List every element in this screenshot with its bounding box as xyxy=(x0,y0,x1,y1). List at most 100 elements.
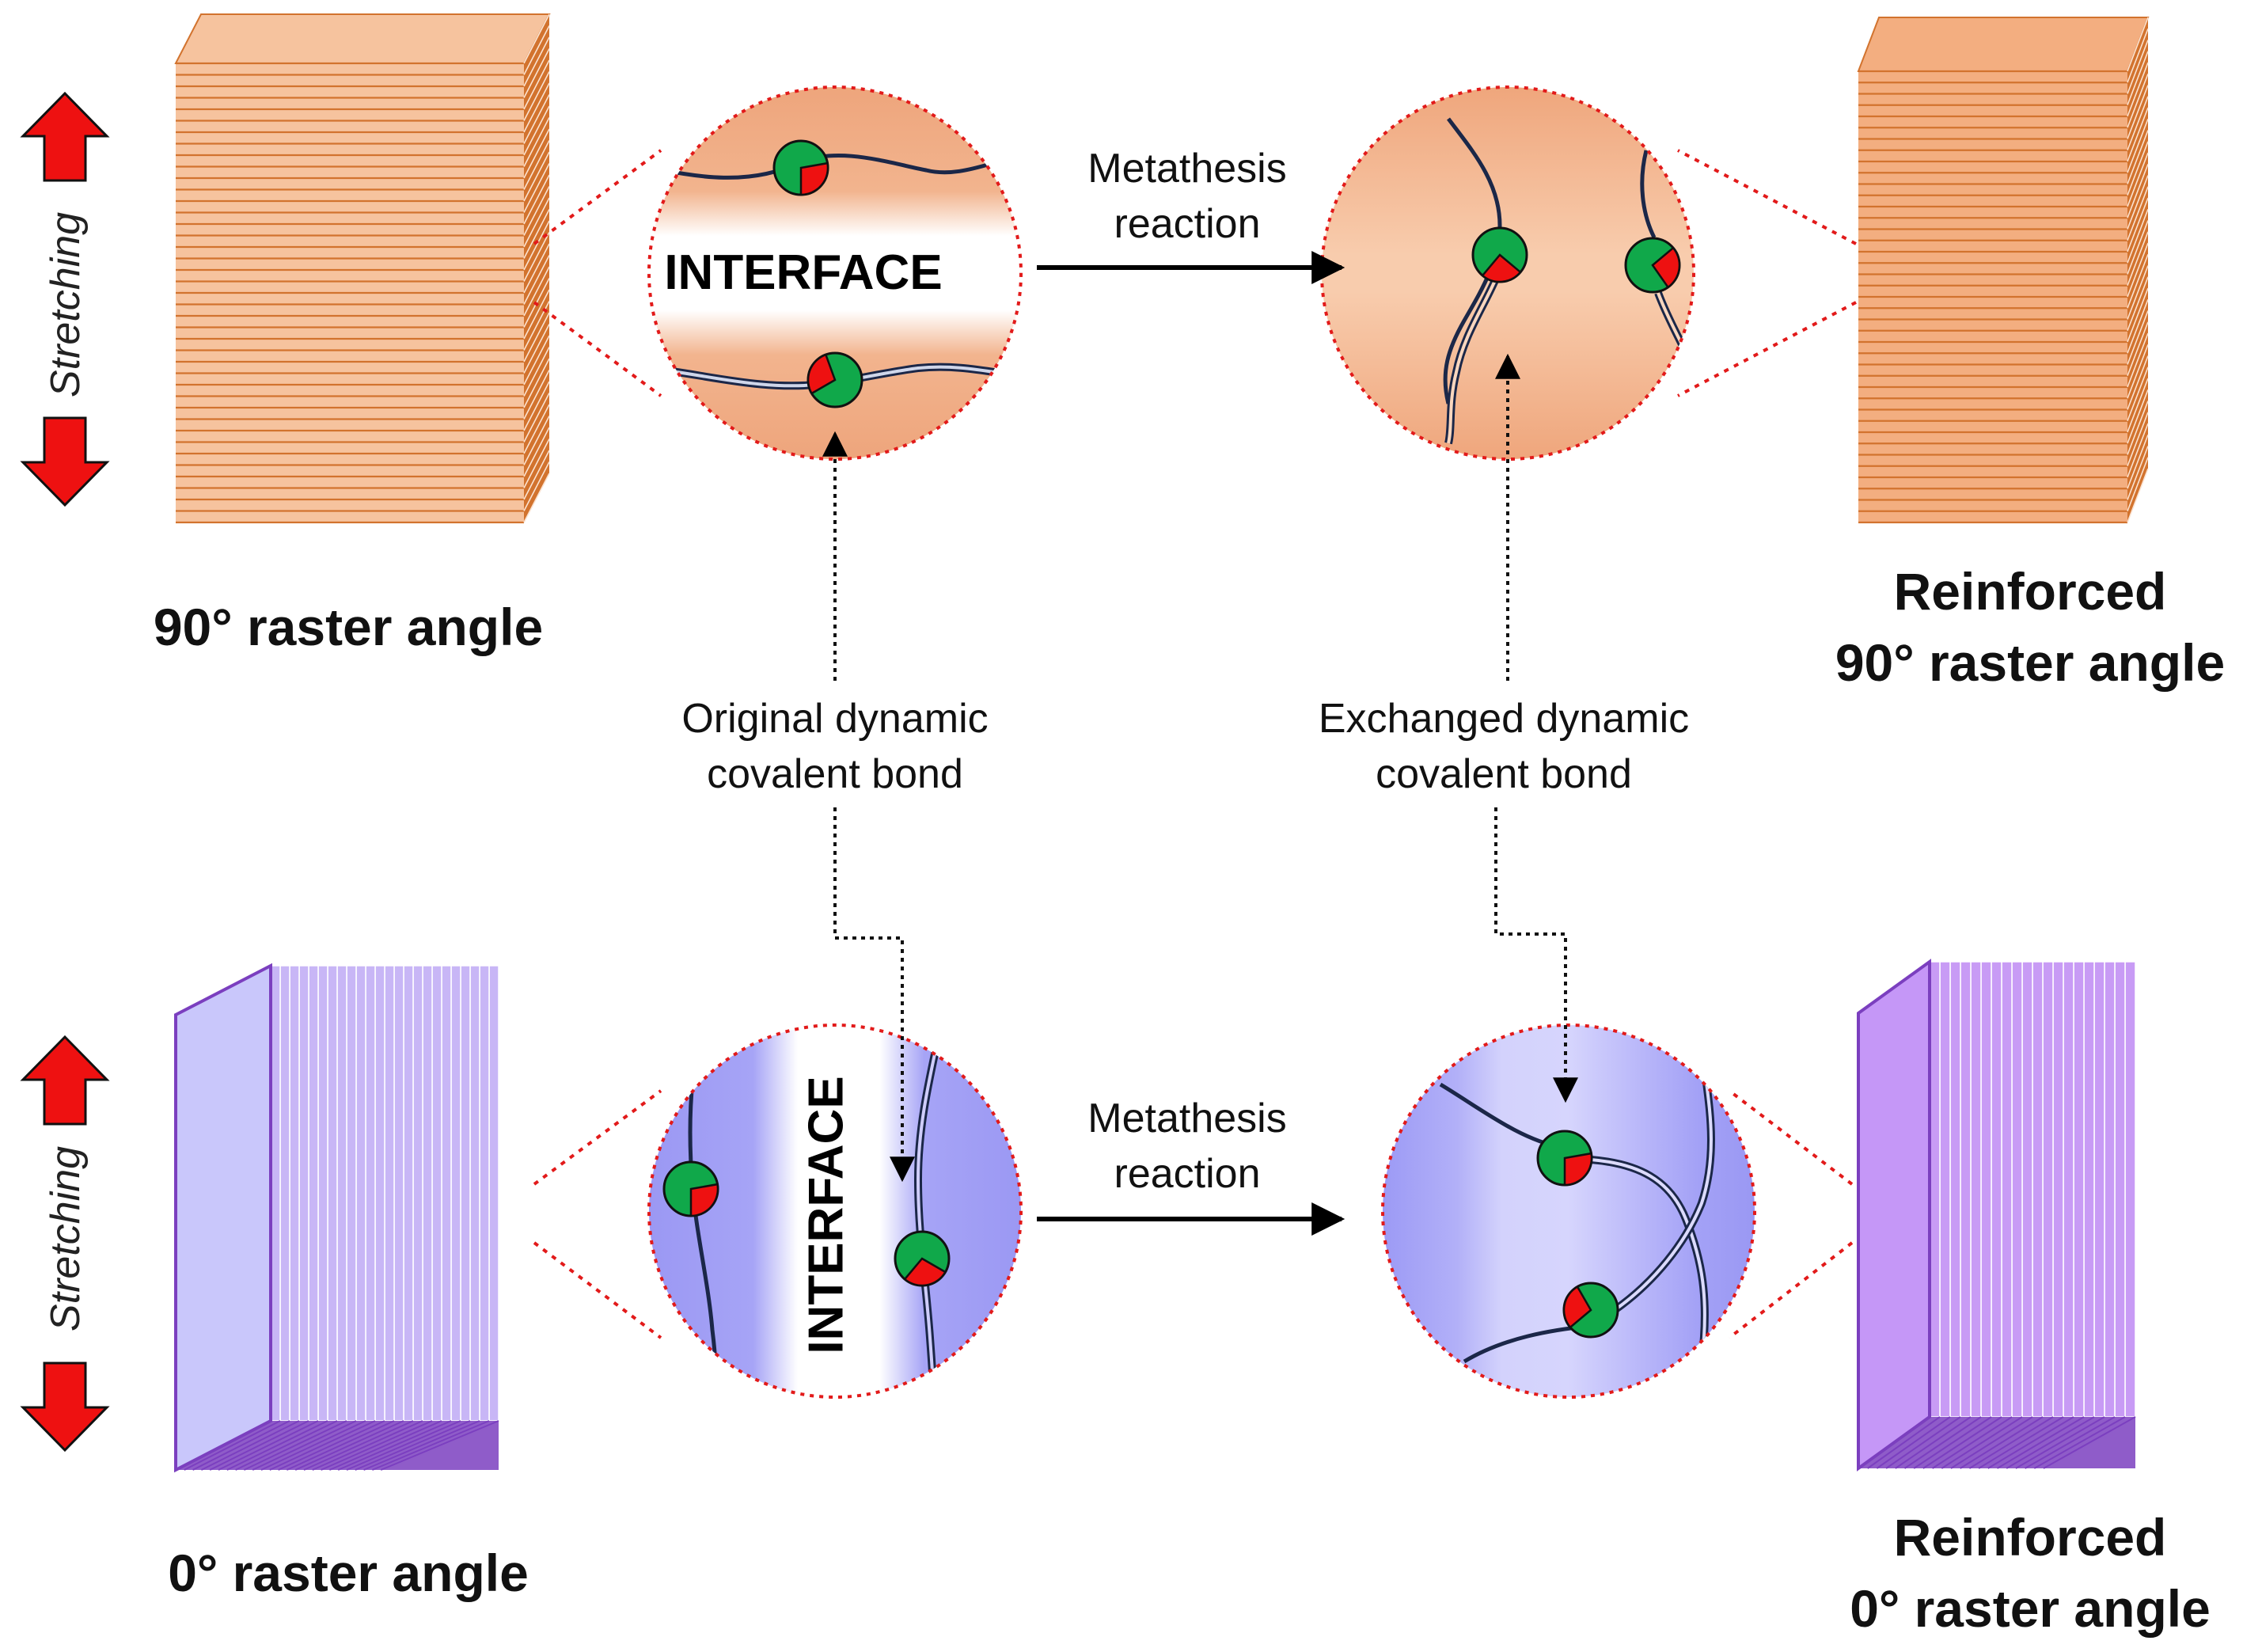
layer-side-line xyxy=(523,370,550,420)
layer-side-line xyxy=(523,174,550,225)
bond-node-icon xyxy=(1624,237,1681,294)
layer-side-line xyxy=(523,324,550,374)
layer-side-line xyxy=(2127,457,2149,512)
layer-side-line xyxy=(2127,62,2149,117)
metathesis-label-bottom-line1: Metathesis xyxy=(1087,1096,1286,1141)
layer-side-line xyxy=(2127,253,2149,309)
layer-side-line xyxy=(523,358,550,408)
layer-side-line xyxy=(523,416,550,465)
layer-side-line xyxy=(2127,265,2149,320)
purple-layer xyxy=(2083,961,2095,1418)
layer-side-line xyxy=(523,381,550,431)
purple-layer xyxy=(317,965,328,1422)
purple-layer xyxy=(384,965,395,1422)
purple-layer xyxy=(355,965,366,1422)
reinforced-0-label-line2: 0° raster angle xyxy=(1850,1579,2211,1638)
layer-side-line xyxy=(523,473,550,523)
stretch-arrow-icon-bottom xyxy=(20,1035,110,1453)
layer-side-line xyxy=(523,427,550,477)
exchanged-bond-label-line1: Exchanged dynamic xyxy=(1319,696,1689,742)
purple-layer xyxy=(2011,961,2023,1418)
zoom-guide-lines xyxy=(533,149,1857,1339)
purple-layer xyxy=(488,965,499,1422)
layer-side-line xyxy=(2127,220,2149,275)
interface-label-bottom: INTERFACE xyxy=(799,1076,853,1354)
purple-layer xyxy=(2093,961,2105,1418)
purple-layer xyxy=(289,965,300,1422)
layer-side-line xyxy=(523,48,550,98)
layer-side-line xyxy=(523,255,550,305)
layer-side-line xyxy=(2127,276,2149,332)
layer-side-line xyxy=(523,450,550,500)
layer-side-line xyxy=(2127,344,2149,399)
layer-side-line xyxy=(2127,208,2149,264)
reinforced-90-label-line2: 90° raster angle xyxy=(1835,633,2225,692)
layer-side-line xyxy=(2127,332,2149,388)
layer-side-line xyxy=(2127,378,2149,433)
layer-side-line xyxy=(2127,366,2149,422)
layer-side-line xyxy=(523,461,550,511)
purple-layer xyxy=(2001,961,2013,1418)
layer-side-line xyxy=(523,105,550,156)
layer-side-line xyxy=(2127,141,2149,196)
layer-side-line xyxy=(523,209,550,259)
layer-side-line xyxy=(2127,96,2149,151)
layer-side-line xyxy=(2127,130,2149,184)
layer-side-line xyxy=(2127,73,2149,128)
purple-layer xyxy=(422,965,433,1422)
purple-layer xyxy=(2042,961,2054,1418)
layer-side-line xyxy=(523,186,550,236)
layer-side-line xyxy=(523,197,550,248)
layer-side-line xyxy=(523,36,550,87)
stretching-label-bottom: Stretching xyxy=(43,1146,89,1331)
raster-0-label: 0° raster angle xyxy=(168,1544,529,1602)
bond-node-icon xyxy=(1471,226,1528,283)
layer-side-line xyxy=(523,25,550,75)
purple-layer xyxy=(2021,961,2033,1418)
purple-layer xyxy=(308,965,319,1422)
layer-side-line xyxy=(523,71,550,121)
layer-side-line xyxy=(523,266,550,317)
purple-layer xyxy=(412,965,423,1422)
stack-top xyxy=(174,13,551,64)
purple-bottom xyxy=(1858,1417,2135,1468)
purple-layer xyxy=(1949,961,1961,1418)
purple-bottom xyxy=(176,1421,499,1470)
layer-side-line xyxy=(2127,28,2149,83)
layer-side-line xyxy=(523,151,550,202)
layer-side-line xyxy=(2127,152,2149,207)
layer-side-line xyxy=(523,393,550,442)
layer-side-line xyxy=(2127,186,2149,241)
stretching-label-top: Stretching xyxy=(43,212,89,397)
bond-node-icon xyxy=(807,351,863,408)
layer-side-line xyxy=(2127,107,2149,162)
raster-90-label: 90° raster angle xyxy=(154,598,543,656)
purple-layer xyxy=(279,965,290,1422)
purple-front xyxy=(174,963,272,1473)
layer-side-line xyxy=(2127,197,2149,253)
layer-side-line xyxy=(2127,389,2149,444)
purple-layer-stack-0 xyxy=(174,963,499,1473)
layer-side-line xyxy=(523,439,550,488)
metathesis-label-top-line1: Metathesis xyxy=(1087,146,1286,192)
layer-side-line xyxy=(523,82,550,133)
purple-layer xyxy=(2073,961,2085,1418)
merged-zoom-circle-bottom xyxy=(1381,1023,1756,1399)
layer-side-line xyxy=(2127,401,2149,455)
interface-label-top: INTERFACE xyxy=(664,245,942,300)
bond-pointer-lines xyxy=(822,353,1578,1183)
layer-side-line xyxy=(2127,51,2149,106)
layer-side-line xyxy=(2127,163,2149,218)
purple-layer xyxy=(2052,961,2064,1418)
layer-side-line xyxy=(2127,40,2149,94)
exchanged-bond-label-line2: covalent bond xyxy=(1376,751,1632,797)
stack-top xyxy=(1857,17,2150,72)
purple-layer xyxy=(336,965,347,1422)
layer-side-line xyxy=(2127,231,2149,287)
purple-layer xyxy=(2104,961,2116,1418)
bond-node-icon xyxy=(772,139,829,196)
bond-node-icon xyxy=(1562,1282,1619,1339)
purple-layer xyxy=(403,965,414,1422)
reinforced-orange-stack-90 xyxy=(1857,17,2150,524)
